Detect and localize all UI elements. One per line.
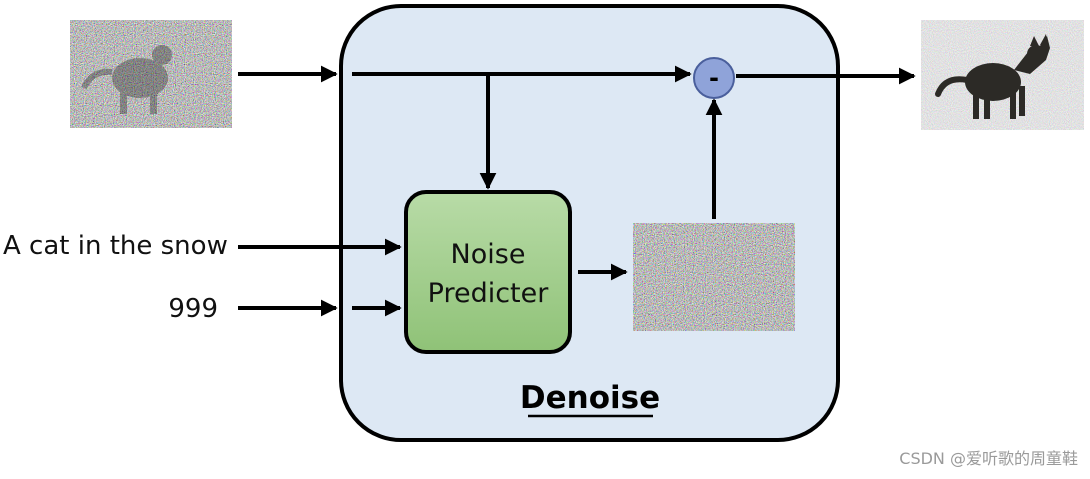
output-cat-image [921, 20, 1084, 130]
step-label: 999 [168, 294, 218, 324]
watermark: CSDN @爱听歌的周童鞋 [899, 449, 1078, 468]
subtract-operator: - [693, 57, 735, 99]
cat-silhouette-faint [81, 45, 172, 114]
noise-predicter-box: Noise Predicter [404, 190, 572, 354]
text-prompt-label: A cat in the snow [3, 231, 228, 261]
noise-predicter-label-line1: Noise [451, 239, 526, 270]
noise-predicter-label-line2: Predicter [428, 278, 550, 309]
subtract-symbol: - [709, 64, 719, 92]
input-noisy-image [70, 20, 232, 128]
denoise-title: Denoise [520, 380, 660, 416]
predicted-noise-image [633, 223, 795, 331]
cat-silhouette [935, 34, 1050, 119]
